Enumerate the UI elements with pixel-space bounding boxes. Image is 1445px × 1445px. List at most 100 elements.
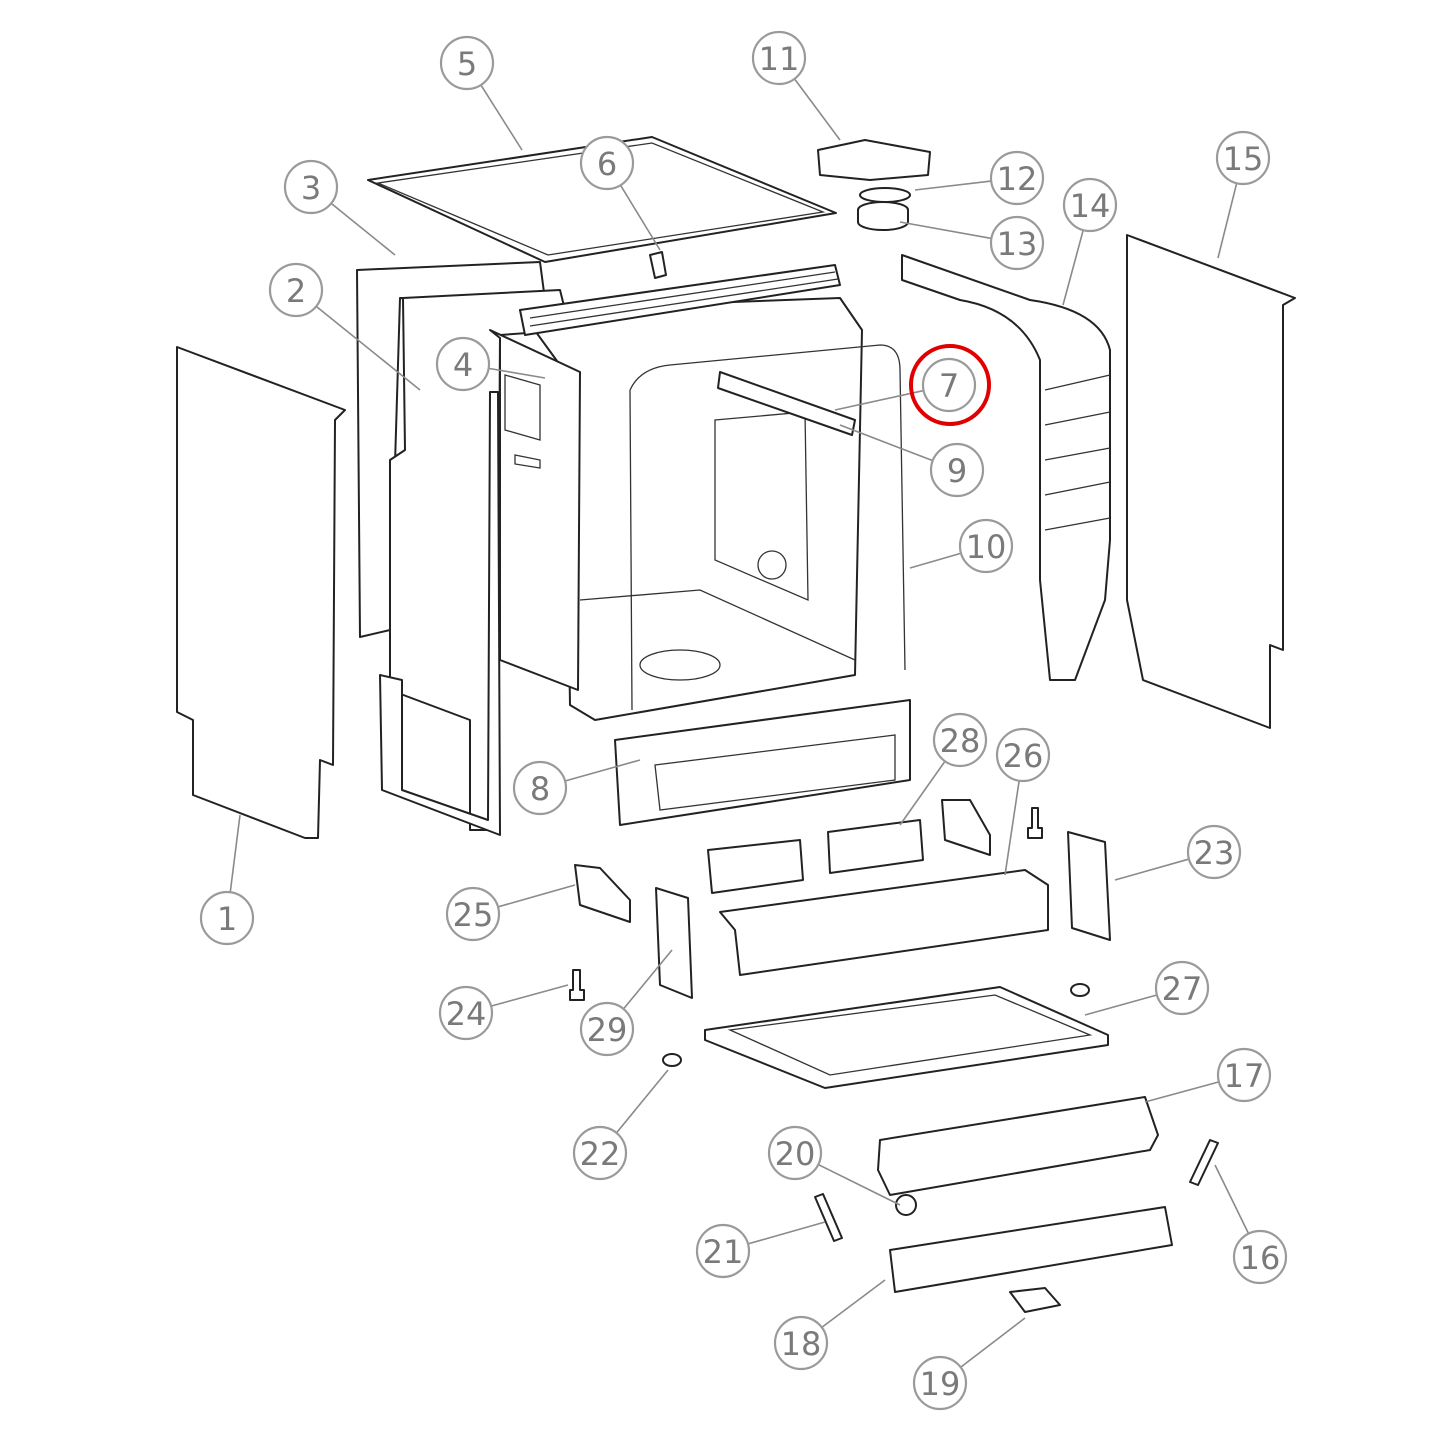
part-6-rail	[519, 264, 841, 336]
part-8-kickplate	[614, 699, 911, 826]
callout-circle	[1154, 960, 1210, 1016]
part-14-duct	[901, 254, 1111, 681]
callout-circle	[1186, 824, 1242, 880]
leader-line-21	[747, 1221, 826, 1245]
callout-21: 21	[695, 1223, 751, 1279]
callout-circle	[283, 159, 339, 215]
callout-25: 25	[445, 886, 501, 942]
parts-drawings	[176, 136, 1296, 1313]
part-12-ring	[859, 187, 911, 203]
part-26-base-cover	[719, 869, 1049, 976]
leader-line-24	[490, 984, 569, 1007]
callout-number: 19	[920, 1365, 961, 1403]
callout-17: 17	[1216, 1047, 1272, 1103]
part-15-right-side-panel	[1126, 234, 1296, 729]
callout-number: 3	[301, 169, 321, 207]
callout-circle	[1062, 177, 1118, 233]
callout-number: 17	[1224, 1057, 1265, 1095]
callout-number: 5	[457, 45, 477, 83]
part-27-base	[704, 986, 1109, 1089]
part-20-grommet	[895, 1194, 917, 1216]
callout-4: 4	[435, 336, 491, 392]
leader-line-29	[622, 949, 673, 1010]
callout-24: 24	[438, 985, 494, 1041]
part-25-bracket	[574, 864, 631, 923]
part-28-filter-left	[707, 839, 804, 894]
callout-circle	[929, 442, 985, 498]
callout-number: 29	[587, 1011, 628, 1049]
callout-27: 27	[1154, 960, 1210, 1016]
callout-number: 11	[759, 40, 800, 78]
callout-14: 14	[1062, 177, 1118, 233]
leader-line-15	[1217, 183, 1238, 259]
leader-line-26	[1004, 780, 1020, 876]
part-28-bracket	[941, 799, 991, 856]
callout-circle	[435, 336, 491, 392]
callout-circle	[767, 1125, 823, 1181]
callout-number: 20	[775, 1135, 816, 1173]
callout-circle	[958, 518, 1014, 574]
part-front-frame	[379, 391, 501, 836]
callout-18: 18	[773, 1315, 829, 1371]
leader-line-6	[619, 184, 661, 251]
callout-number: 1	[217, 900, 237, 938]
callout-12: 12	[989, 150, 1045, 206]
callout-circle	[572, 1125, 628, 1181]
callout-2: 2	[268, 262, 324, 318]
leader-line-17	[1144, 1081, 1220, 1103]
leader-line-3	[330, 202, 396, 256]
part-screw	[1027, 807, 1043, 839]
callout-circle	[1215, 130, 1271, 186]
leader-line-22	[615, 1069, 669, 1134]
callout-1: 1	[199, 890, 255, 946]
callout-circle	[439, 35, 495, 91]
callout-number: 6	[597, 145, 617, 183]
callout-28: 28	[932, 712, 988, 768]
callout-number: 7	[939, 367, 959, 405]
leader-line-4	[488, 367, 546, 379]
callout-6: 6	[579, 135, 635, 191]
callout-13: 13	[989, 215, 1045, 271]
part-17-bracket	[877, 1096, 1159, 1196]
leader-line-14	[1062, 229, 1084, 306]
callout-circle	[1232, 1229, 1288, 1285]
callout-circle	[268, 262, 324, 318]
callout-number: 10	[966, 528, 1007, 566]
callout-26: 26	[995, 727, 1051, 783]
callout-number: 25	[453, 896, 494, 934]
leader-line-8	[564, 759, 641, 782]
callout-number: 4	[453, 346, 473, 384]
part-11-vent	[817, 139, 931, 181]
callout-circle	[751, 30, 807, 86]
callout-circle	[773, 1315, 829, 1371]
part-24-screw	[569, 969, 585, 1001]
callout-number: 23	[1194, 834, 1235, 872]
leader-lines	[229, 78, 1250, 1368]
callout-16: 16	[1232, 1229, 1288, 1285]
part-7-9-rack-rail	[717, 371, 856, 436]
callouts: 1234567891011121314151617181920212223242…	[199, 30, 1288, 1411]
callout-number: 15	[1223, 140, 1264, 178]
part-29-panel	[655, 887, 693, 999]
callout-20: 20	[767, 1125, 823, 1181]
callout-circle	[932, 712, 988, 768]
callout-number: 9	[947, 452, 967, 490]
callout-number: 14	[1070, 187, 1111, 225]
leader-line-16	[1214, 1164, 1250, 1234]
callout-number: 8	[530, 770, 550, 808]
leader-line-9	[839, 424, 934, 462]
leader-line-1	[229, 814, 241, 893]
callout-11: 11	[751, 30, 807, 86]
callout-circle	[438, 985, 494, 1041]
part-4-frame	[489, 329, 581, 691]
callout-15: 15	[1215, 130, 1271, 186]
leader-line-18	[821, 1279, 886, 1329]
callout-number: 26	[1003, 737, 1044, 775]
callout-number: 13	[997, 225, 1038, 263]
callout-9: 9	[929, 442, 985, 498]
callout-number: 21	[703, 1233, 744, 1271]
part-5-top-panel	[367, 136, 837, 263]
callout-5: 5	[439, 35, 495, 91]
